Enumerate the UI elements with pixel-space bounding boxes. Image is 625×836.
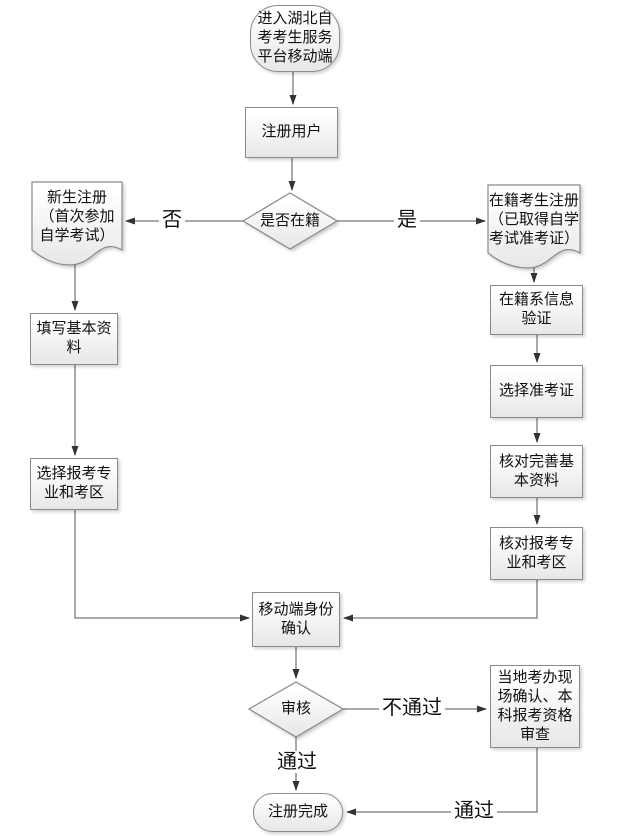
- node-check-major-label: 核对报考专 业和考区: [498, 535, 574, 571]
- edge-onsite-pass-to-done: [346, 748, 538, 816]
- edge-label-pass-right: 通过: [451, 800, 497, 822]
- node-enrolled-student: 在籍考生注册 （已取得自学 考试准考证）: [486, 185, 582, 255]
- node-onsite-check: 当地考办现 场确认、本 科报考资格 审查: [490, 665, 580, 748]
- node-register-user: 注册用户: [245, 107, 338, 158]
- decision-diamond-review: [247, 681, 345, 738]
- node-register-user-label: 注册用户: [261, 124, 322, 140]
- edge-choose-major-to-mobile: [74, 510, 250, 622]
- node-is-enrolled-label: 是否在籍: [259, 212, 320, 229]
- node-check-major: 核对报考专 业和考区: [490, 527, 583, 580]
- edge-label-pass-bottom: 通过: [274, 751, 320, 773]
- node-fill-basic-info: 填写基本资 料: [30, 313, 118, 365]
- edge-label-fail: 不通过: [379, 697, 445, 719]
- node-verify-enrollment-label: 在籍系信息 验证: [498, 292, 574, 327]
- node-start: 进入湖北自 考考生服务 平台移动端: [250, 5, 340, 72]
- node-choose-ticket: 选择准考证: [490, 365, 583, 418]
- node-choose-major-label: 选择报考专 业和考区: [36, 466, 112, 501]
- document-shape-new-student: [31, 181, 123, 266]
- edge-check-major-to-mobile: [343, 580, 538, 622]
- node-fill-basic-info-label: 填写基本资 料: [36, 321, 112, 356]
- node-review: 审核: [249, 682, 343, 737]
- node-choose-major: 选择报考专 业和考区: [30, 458, 118, 510]
- node-onsite-check-label: 当地考办现 场确认、本 科报考资格 审查: [497, 669, 573, 743]
- document-shape-enrolled-student: [487, 184, 581, 269]
- edge-label-yes: 是: [394, 209, 420, 231]
- node-is-enrolled: 是否在籍: [243, 193, 337, 249]
- node-enrolled-student-label: 在籍考生注册 （已取得自学 考试准考证）: [488, 192, 579, 247]
- node-start-label: 进入湖北自 考考生服务 平台移动端: [257, 11, 333, 65]
- node-mobile-identity-label: 移动端身份 确认: [258, 601, 334, 637]
- decision-diamond-is-enrolled: [241, 192, 339, 250]
- node-mobile-identity: 移动端身份 确认: [252, 592, 340, 647]
- node-verify-enrollment: 在籍系信息 验证: [490, 285, 583, 335]
- node-done-label: 注册完成: [267, 804, 328, 820]
- edge-label-no: 否: [159, 209, 185, 231]
- node-new-student-label: 新生注册 （首次参加 自学考试）: [39, 189, 115, 244]
- node-check-basic-info: 核对完善基 本资料: [490, 445, 583, 498]
- node-choose-ticket-label: 选择准考证: [498, 383, 574, 399]
- node-done: 注册完成: [253, 793, 343, 832]
- node-review-label: 审核: [280, 701, 311, 717]
- node-check-basic-info-label: 核对完善基 本资料: [498, 453, 574, 489]
- node-new-student: 新生注册 （首次参加 自学考试）: [30, 182, 124, 252]
